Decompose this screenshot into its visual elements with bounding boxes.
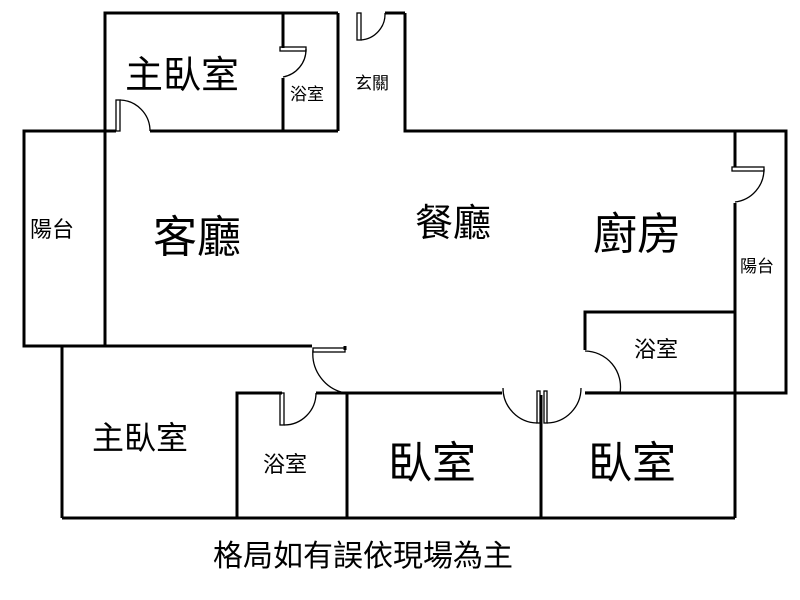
room-label-kitchen: 廚房	[593, 209, 681, 260]
room-label-dining-room: 餐廳	[415, 201, 492, 245]
room-label-balcony-left: 陽台	[30, 218, 75, 243]
room-label-entrance: 玄關	[355, 74, 389, 94]
room-label-master-bedroom-bottom: 主臥室	[92, 419, 189, 457]
room-label-bedroom-right: 臥室	[588, 438, 676, 489]
disclaimer-caption: 格局如有誤依現場為主	[213, 539, 513, 574]
room-label-bedroom-middle: 臥室	[388, 438, 476, 489]
walls	[22, 11, 788, 520]
room-label-master-bedroom-top: 主臥室	[125, 53, 240, 97]
room-label-balcony-right: 陽台	[740, 257, 774, 277]
doors	[115, 12, 765, 426]
room-label-bath-right: 浴室	[634, 338, 679, 363]
room-label-living-room: 客廳	[153, 212, 241, 263]
room-label-bath-top: 浴室	[290, 85, 324, 105]
room-label-bath-bottom: 浴室	[263, 453, 308, 478]
